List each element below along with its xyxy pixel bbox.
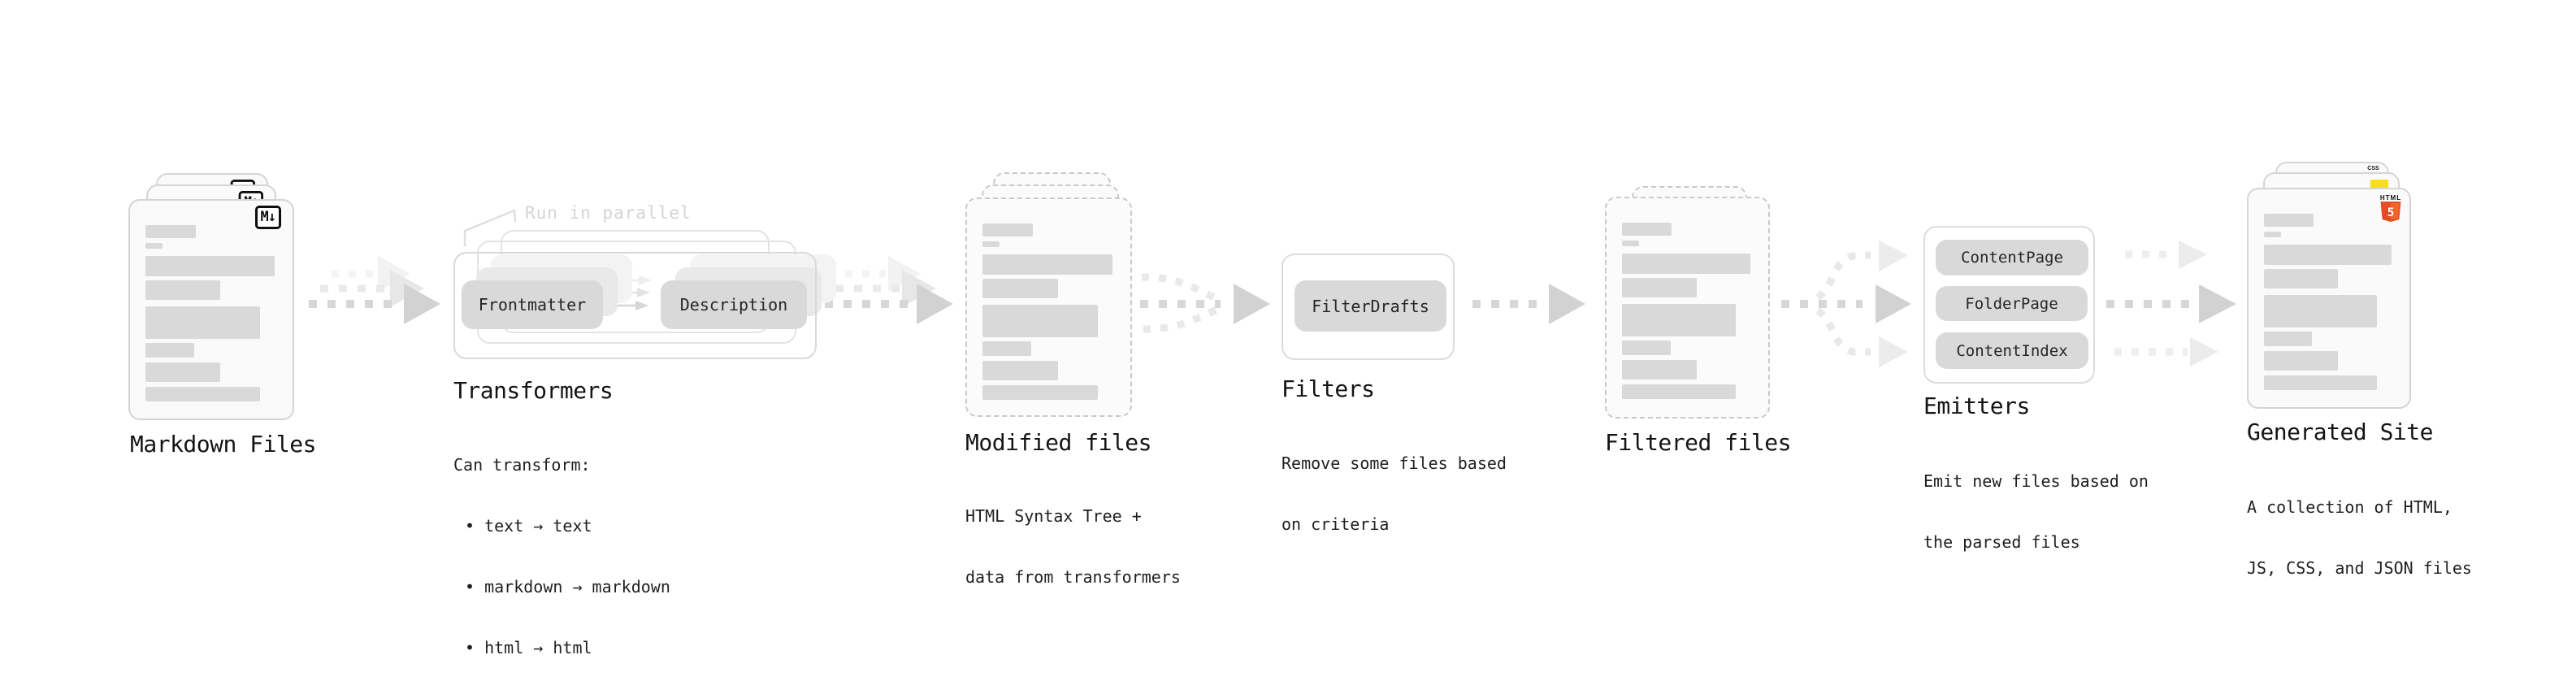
skeleton-bar (1622, 241, 1639, 246)
skeleton-bar (1622, 304, 1737, 336)
stage-title-modified-files: Modified files (965, 429, 1152, 456)
skeleton-bar (145, 243, 163, 249)
modified-files-stack (965, 172, 1132, 417)
skeleton-bar (2264, 245, 2392, 265)
html5-icon: HTML 5 (2379, 194, 2402, 225)
skeleton-bar (982, 223, 1033, 236)
skeleton-bar (145, 387, 260, 401)
generated-site-subtitle: A collection of HTML, JS, CSS, and JSON … (2247, 457, 2472, 619)
arrow-filters-to-filtered (1472, 284, 1585, 324)
arrow-filtered-to-emitters (1781, 241, 1911, 367)
doc-skeleton (1622, 198, 1753, 417)
transformers-box (453, 252, 817, 359)
emitters-box: ContentPage FolderPage ContentIndex (1923, 226, 2095, 384)
subtitle-line: on criteria (1281, 514, 1390, 534)
skeleton-bar (2264, 351, 2339, 371)
emitter-content-index-button[interactable]: ContentIndex (1936, 332, 2088, 369)
modified-doc-page (965, 197, 1132, 417)
skeleton-bar (982, 305, 1098, 337)
generated-site-stack: CSS HTML 5 (2247, 162, 2411, 409)
skeleton-bar (982, 254, 1112, 275)
run-in-parallel-annotation: Run in parallel (525, 203, 692, 223)
skeleton-bar (982, 361, 1058, 380)
skeleton-bar (145, 256, 275, 276)
doc-skeleton (2264, 189, 2394, 407)
transformers-note: Can transform: • text → text • markdown … (453, 414, 670, 681)
skeleton-bar (145, 225, 196, 238)
arrow-markdown-to-transformers (309, 256, 440, 324)
subtitle-line: the parsed files (1923, 532, 2080, 552)
stage-title-generated-site: Generated Site (2247, 419, 2434, 445)
transformer-description-button[interactable]: Description (661, 280, 807, 329)
skeleton-bar (145, 306, 260, 339)
skeleton-bar (145, 343, 194, 358)
subtitle-line: Remove some files based (1281, 453, 1507, 473)
transformers-bullet: • text → text (465, 516, 592, 536)
arrow-emitters-to-site (2106, 241, 2236, 367)
transformers-bullet: • markdown → markdown (465, 577, 670, 596)
svg-text:5: 5 (2387, 206, 2395, 219)
skeleton-bar (1622, 223, 1672, 236)
arrow-modified-to-filters (1140, 273, 1270, 333)
skeleton-bar (145, 280, 221, 300)
subtitle-line: HTML Syntax Tree + (965, 506, 1142, 526)
filtered-files-stack (1605, 186, 1770, 419)
skeleton-bar (1622, 360, 1697, 380)
subtitle-line: Emit new files based on (1923, 471, 2149, 491)
transformers-note-heading: Can transform: (453, 455, 591, 475)
filtered-doc-page (1605, 197, 1770, 419)
filters-box: FilterDrafts (1281, 254, 1455, 360)
html5-shield: 5 (2380, 202, 2401, 222)
stage-title-filtered-files: Filtered files (1605, 429, 1792, 456)
skeleton-bar (2264, 295, 2378, 327)
doc-skeleton (145, 201, 277, 419)
transformer-frontmatter-button[interactable]: Frontmatter (462, 280, 603, 329)
skeleton-bar (145, 362, 221, 382)
skeleton-bar (982, 341, 1032, 356)
stage-title-emitters: Emitters (1923, 393, 2030, 419)
emitter-folder-page-button[interactable]: FolderPage (1936, 286, 2088, 321)
stage-title-markdown-files: Markdown Files (130, 431, 317, 458)
skeleton-bar (1622, 278, 1697, 297)
subtitle-line: JS, CSS, and JSON files (2247, 558, 2472, 578)
modified-files-subtitle: HTML Syntax Tree + data from transformer… (965, 466, 1181, 628)
markdown-files-stack: M↓ M↓ M↓ (128, 173, 294, 420)
skeleton-bar (2264, 232, 2281, 237)
markdown-icon: M↓ (254, 206, 281, 229)
skeleton-bar (2264, 332, 2313, 346)
skeleton-bar (982, 279, 1058, 298)
site-doc-page-html: HTML 5 (2247, 188, 2411, 409)
filters-subtitle: Remove some files based on criteria (1281, 413, 1507, 575)
markdown-doc-page: M↓ (128, 199, 294, 420)
stage-title-filters: Filters (1281, 375, 1375, 402)
transformers-assembly: Frontmatter Description (453, 230, 836, 359)
emitters-subtitle: Emit new files based on the parsed files (1923, 431, 2149, 593)
doc-skeleton (982, 199, 1115, 415)
skeleton-bar (2264, 214, 2314, 227)
emitter-content-page-button[interactable]: ContentPage (1936, 240, 2088, 275)
skeleton-bar (1622, 254, 1750, 274)
skeleton-bar (982, 241, 1000, 247)
skeleton-bar (1622, 340, 1671, 355)
transformers-bullet: • html → html (465, 638, 592, 657)
arrow-transformers-to-modified (825, 256, 953, 324)
skeleton-bar (2264, 269, 2339, 288)
subtitle-line: A collection of HTML, (2247, 497, 2452, 517)
subtitle-line: data from transformers (965, 567, 1181, 587)
skeleton-bar (1622, 384, 1737, 399)
skeleton-bar (982, 385, 1098, 400)
skeleton-bar (2264, 375, 2378, 390)
stage-title-transformers: Transformers (453, 377, 614, 404)
filter-drafts-button[interactable]: FilterDrafts (1295, 280, 1446, 332)
